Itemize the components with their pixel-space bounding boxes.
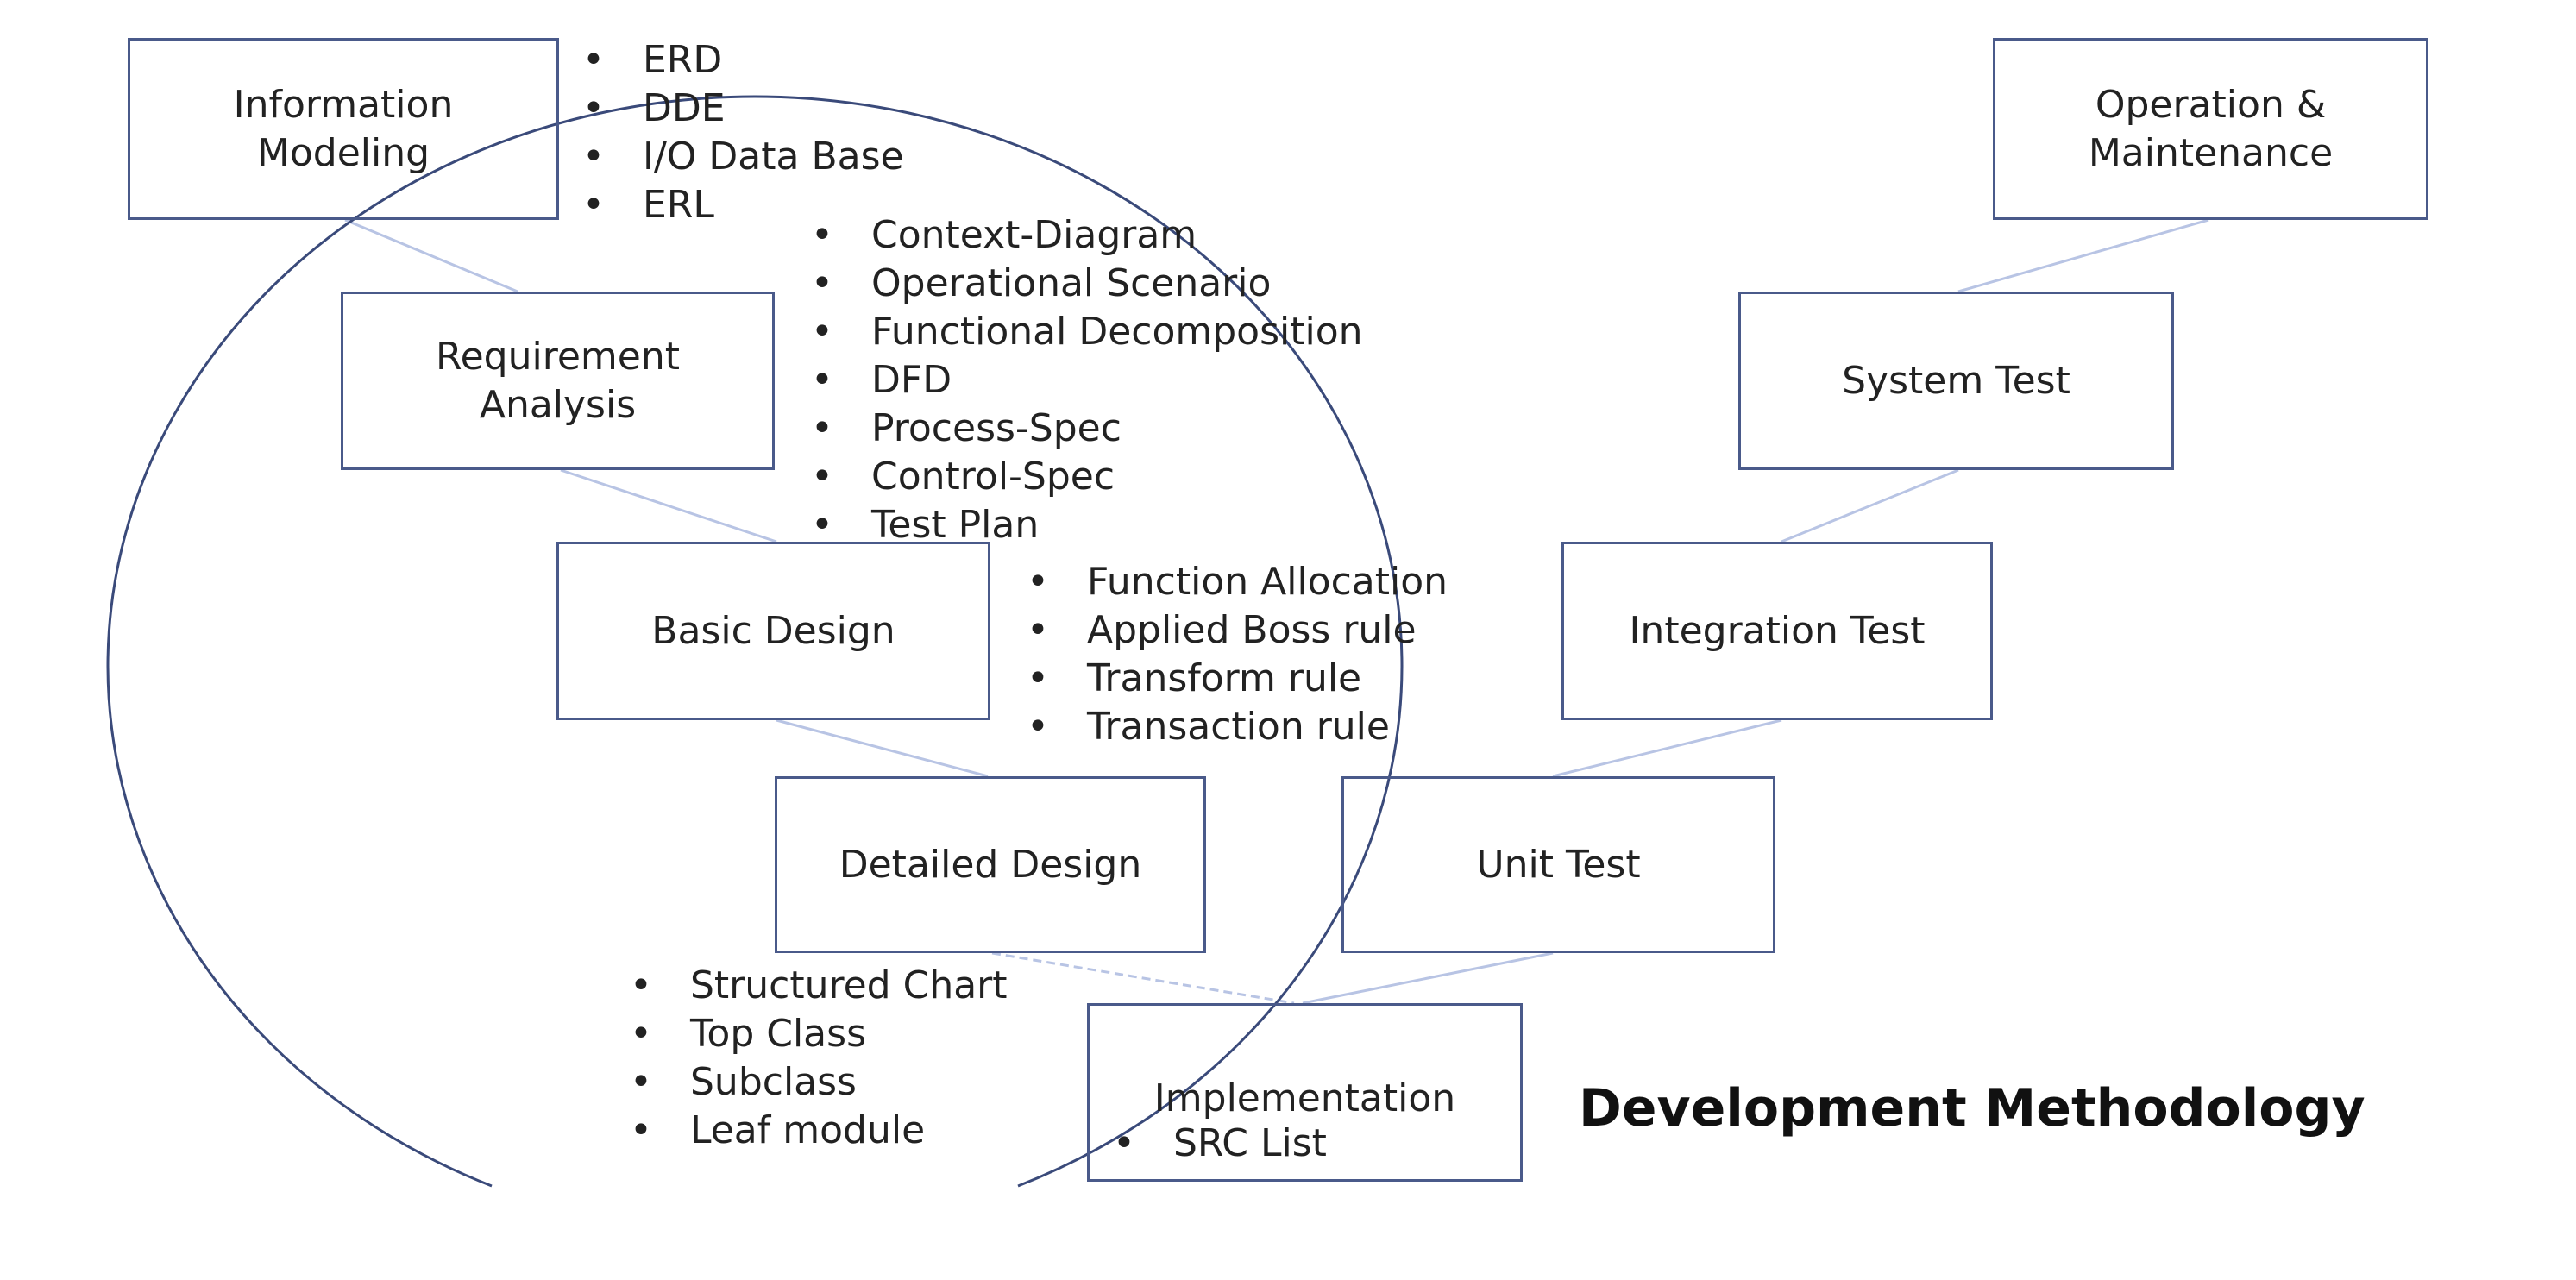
connector-unit-to-integration: [1552, 718, 1782, 778]
requirement-analysis-bullets: Context-Diagram Operational Scenario Fun…: [811, 211, 1363, 549]
diagram-title: Development Methodology: [1579, 1078, 2366, 1139]
bullet-item: Test Plan: [811, 501, 1363, 549]
bullet-item: Applied Boss rule: [1027, 606, 1448, 655]
bullet-item: Transaction rule: [1027, 703, 1448, 751]
detailed-design-label: Detailed Design: [839, 842, 1142, 887]
bullet-item: Operational Scenario: [811, 260, 1363, 308]
bullet-item: ERL: [582, 181, 904, 229]
information-modeling-bullets: ERD DDE I/O Data Base ERL: [582, 36, 904, 229]
detailed-design-box: Detailed Design: [775, 776, 1206, 953]
bullet-item: I/O Data Base: [582, 133, 904, 181]
connector-info-to-req: [344, 218, 518, 293]
bullet-item: ERD: [582, 36, 904, 85]
bullet-item: Context-Diagram: [811, 211, 1363, 260]
bullet-item: SRC List: [1113, 1120, 1327, 1168]
bullet-item: DDE: [582, 85, 904, 133]
detailed-design-bullets: Structured Chart Top Class Subclass Leaf…: [630, 962, 1008, 1155]
connector-impl-to-unit: [1302, 951, 1554, 1005]
connector-req-to-basic: [560, 468, 777, 543]
implementation-box: Implementation: [1087, 1003, 1523, 1182]
bullet-item: Leaf module: [630, 1107, 1008, 1155]
implementation-label: Implementation: [1153, 1076, 1456, 1120]
bullet-item: Function Allocation: [1027, 558, 1448, 606]
requirement-analysis-label: Requirement Analysis: [436, 334, 680, 427]
bullet-item: Control-Spec: [811, 453, 1363, 501]
bullet-item: Transform rule: [1027, 655, 1448, 703]
operation-maintenance-label: Operation & Maintenance: [2088, 82, 2334, 175]
connector-detailed-to-impl: [991, 951, 1295, 1005]
integration-test-box: Integration Test: [1561, 542, 1993, 720]
information-modeling-box: Information Modeling: [128, 38, 559, 220]
connector-system-to-operation: [1957, 218, 2209, 293]
integration-test-label: Integration Test: [1629, 608, 1926, 653]
system-test-box: System Test: [1738, 292, 2174, 470]
basic-design-box: Basic Design: [556, 542, 990, 720]
system-test-label: System Test: [1842, 358, 2070, 403]
bullet-item: Top Class: [630, 1010, 1008, 1058]
bullet-item: Functional Decomposition: [811, 308, 1363, 356]
implementation-bullets: SRC List: [1113, 1120, 1327, 1168]
bullet-item: Process-Spec: [811, 405, 1363, 453]
unit-test-label: Unit Test: [1476, 842, 1641, 887]
bullet-item: Subclass: [630, 1058, 1008, 1107]
operation-maintenance-box: Operation & Maintenance: [1993, 38, 2428, 220]
basic-design-label: Basic Design: [651, 608, 895, 653]
requirement-analysis-box: Requirement Analysis: [341, 292, 775, 470]
information-modeling-label: Information Modeling: [233, 82, 454, 175]
bullet-item: Structured Chart: [630, 962, 1008, 1010]
bullet-item: DFD: [811, 356, 1363, 405]
basic-design-bullets: Function Allocation Applied Boss rule Tr…: [1027, 558, 1448, 751]
connector-integration-to-system: [1781, 468, 1959, 543]
unit-test-box: Unit Test: [1341, 776, 1775, 953]
connector-basic-to-detailed: [776, 718, 989, 778]
